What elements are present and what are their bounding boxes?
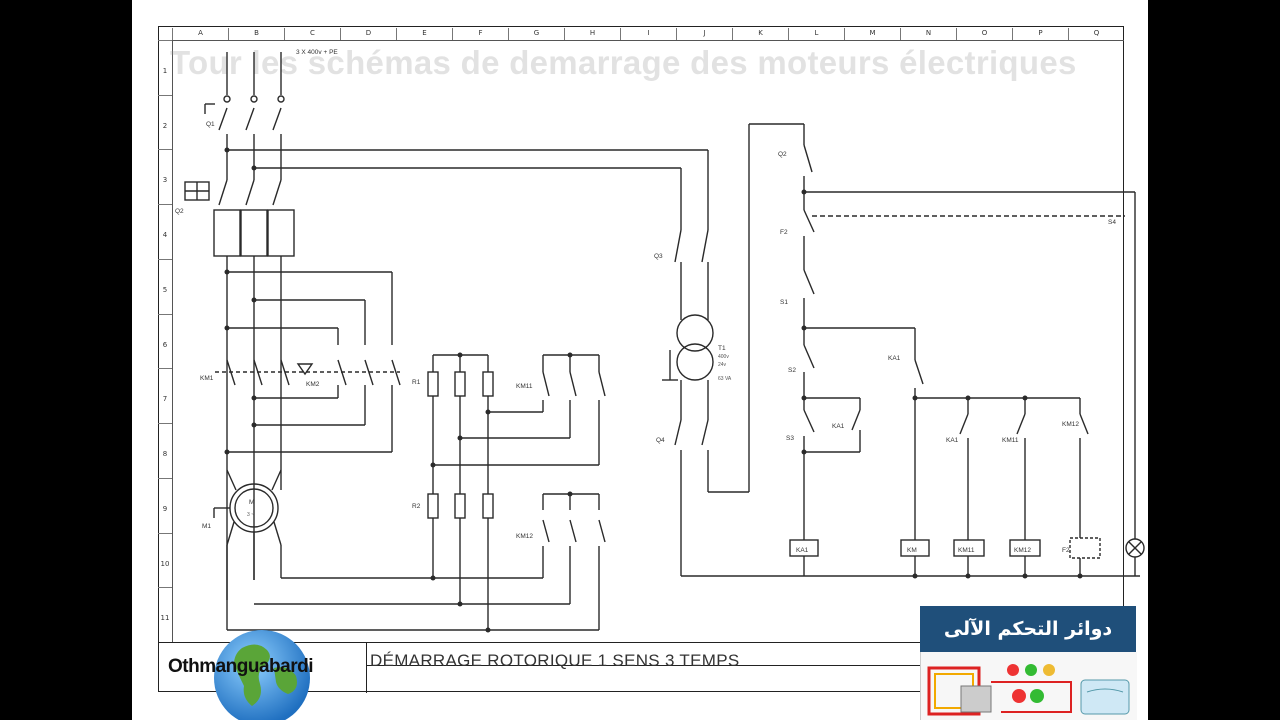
circuit-thumbnail-image: [920, 652, 1137, 720]
label-ka1-contact-c: KA1: [946, 437, 959, 444]
label-ka1-contact: KA1: [888, 355, 901, 362]
column-letter: M: [844, 28, 900, 40]
label-t1-spec3: 63 VA: [718, 376, 732, 382]
row-number: 9: [158, 477, 172, 533]
drawing-sheet: [132, 0, 1148, 720]
label-t1: T1: [718, 345, 726, 352]
coil-km11-label: KM11: [958, 547, 975, 554]
supply-label: 3 X 400v + PE: [296, 49, 338, 56]
column-letter: L: [788, 28, 844, 40]
label-s2: S2: [788, 367, 796, 374]
column-letter: P: [1012, 28, 1068, 40]
label-r2: R2: [412, 503, 421, 510]
label-s4: S4: [1108, 219, 1116, 226]
row-number: 10: [158, 532, 172, 588]
coil-ka1-label: KA1: [796, 547, 809, 554]
column-letter: J: [676, 28, 732, 40]
column-letter: G: [508, 28, 564, 40]
label-km1: KM1: [200, 375, 214, 382]
drawing-frame: [158, 26, 1124, 692]
column-letter: F: [452, 28, 508, 40]
label-q3: Q3: [654, 253, 663, 260]
title-block: DÉMARRAGE ROTORIQUE 1 SENS 3 TEMPS: [158, 642, 1124, 693]
label-f2: F2: [780, 229, 788, 236]
arabic-banner: دوائر التحكم الآلى: [920, 606, 1136, 652]
label-km12-power: KM12: [516, 533, 533, 540]
row-number: 3: [158, 149, 172, 204]
row-number: 7: [158, 368, 172, 423]
column-letter: E: [396, 28, 452, 40]
globe-icon: [214, 630, 310, 720]
coil-km12-label: KM12: [1014, 547, 1031, 554]
label-km12-contact: KM12: [1062, 421, 1079, 428]
coil-km-label: KM: [907, 547, 917, 554]
label-m1: M1: [202, 523, 211, 530]
row-number: 4: [158, 204, 172, 259]
coil-f2-label: F2: [1062, 547, 1070, 554]
label-km11-power: KM11: [516, 383, 533, 390]
label-motor-phase: 3 ~: [247, 512, 254, 518]
column-letter: A: [172, 28, 228, 40]
label-q2-control: Q2: [778, 151, 787, 158]
label-q1: Q1: [206, 121, 215, 128]
row-number: 5: [158, 258, 172, 314]
column-letter: K: [732, 28, 788, 40]
column-letter: C: [284, 28, 340, 40]
column-letter: I: [620, 28, 676, 40]
column-letter: B: [228, 28, 284, 40]
row-number: 8: [158, 423, 172, 478]
column-letter: H: [564, 28, 620, 40]
title-block-divider: [366, 665, 1124, 666]
column-letter: D: [340, 28, 396, 40]
watermark-text: Tour les schémas de demarrage des moteur…: [170, 44, 1077, 81]
row-number: 6: [158, 313, 172, 369]
row-number: 2: [158, 94, 172, 150]
title-block-left-cell: [158, 643, 367, 693]
label-r1: R1: [412, 379, 421, 386]
label-motor-m: M: [249, 499, 254, 506]
drawing-title: DÉMARRAGE ROTORIQUE 1 SENS 3 TEMPS: [370, 651, 740, 670]
channel-name: Othmanguabardi: [168, 656, 314, 677]
label-q2-power: Q2: [175, 208, 184, 215]
label-s1: S1: [780, 299, 788, 306]
column-letter: Q: [1068, 28, 1124, 40]
label-t1-spec2: 24v: [718, 362, 727, 368]
row-number: 11: [158, 587, 172, 642]
label-km11-contact: KM11: [1002, 437, 1019, 444]
column-letter: N: [900, 28, 956, 40]
column-letter: O: [956, 28, 1012, 40]
label-s3: S3: [786, 435, 794, 442]
label-km2: KM2: [306, 381, 320, 388]
row-number: 1: [158, 40, 172, 95]
label-t1-spec1: 400v: [718, 354, 729, 360]
label-ka1-contact-b: KA1: [832, 423, 845, 430]
label-q4: Q4: [656, 437, 665, 444]
